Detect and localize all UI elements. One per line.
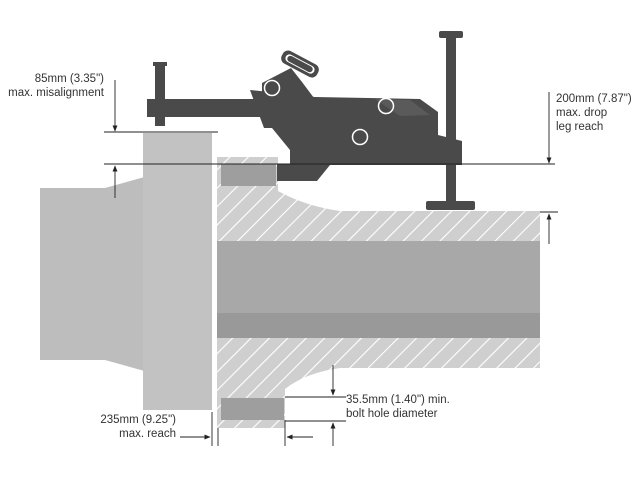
pivot-pin-top [263, 79, 281, 97]
drop-leg-label: 200mm (7.87") max. drop leg reach [556, 92, 632, 134]
reach-value: 235mm (9.25") [100, 414, 176, 426]
drop-leg-cap [439, 31, 463, 38]
clamp-nose [375, 99, 430, 116]
drop-leg-caption-1: max. drop [556, 107, 608, 119]
pivot-pin-mid [377, 97, 395, 115]
bolt-lower [221, 398, 284, 420]
left-adjust-screw [155, 64, 165, 126]
clamp-arm [147, 99, 270, 117]
alignment-clamp [147, 31, 475, 210]
reach-label: 235mm (9.25") max. reach [60, 413, 176, 441]
clamp-body [262, 68, 462, 181]
bolt-hole-value: 35.5mm (1.40") min. [346, 394, 450, 406]
pipe-bore-shade [217, 313, 540, 338]
weld-neck-flange-upper [217, 191, 540, 241]
drop-leg-screw [446, 36, 456, 204]
dimension-lines [104, 80, 558, 446]
clamp-handle [281, 50, 319, 78]
pivot-pin-low [351, 128, 369, 146]
bolt-upper [221, 164, 276, 186]
misalignment-caption: max. misalignment [8, 87, 104, 99]
drop-leg-caption-2: leg reach [556, 121, 604, 133]
reach-caption: max. reach [119, 428, 176, 440]
misalignment-value: 85mm (3.35") [34, 73, 104, 85]
left-screw-thread-top [153, 62, 167, 66]
left-flange-ring [143, 133, 212, 410]
drop-leg-foot [426, 201, 475, 210]
left-flange [40, 133, 212, 410]
right-pipe [217, 157, 540, 428]
bolt-hole-label: 35.5mm (1.40") min. bolt hole diameter [346, 393, 450, 421]
misalignment-label: 85mm (3.35") max. misalignment [6, 72, 104, 100]
left-pipe-taper [40, 176, 148, 372]
weld-neck-flange-lower [217, 338, 540, 389]
drop-leg-value: 200mm (7.87") [556, 93, 632, 105]
bolt-hole-caption: bolt hole diameter [346, 408, 438, 420]
